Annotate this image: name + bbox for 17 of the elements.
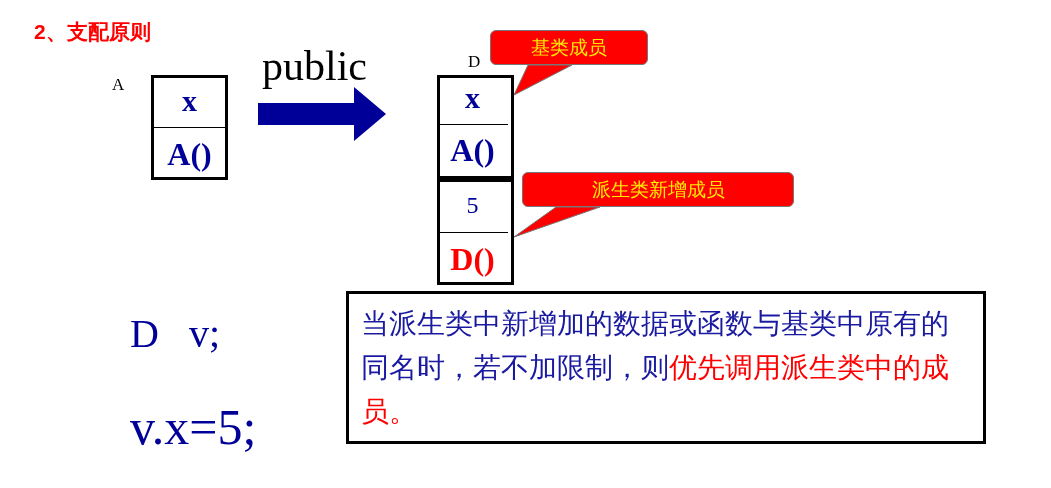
member-cell: 5 [437,179,508,232]
title: 2、支配原则 [34,19,151,45]
member-cell: x [154,75,225,127]
member-cell: A() [437,124,508,176]
note-text: 当派生类中新增加的数据或函数与基类中原有的同名时，若不加限制，则优先调用派生类中的成员。 [361,307,950,429]
member-cell: A() [154,127,225,180]
member-cell: x [437,72,508,124]
callout-tail [513,64,573,96]
callout-tail [513,206,601,238]
code-statement: D v; [130,310,220,357]
member-cell: D() [437,232,508,285]
class-name: A [112,75,125,95]
code-statement: v.x=5; [130,398,257,456]
block-arrow [258,87,386,141]
class-name: D [468,52,481,72]
note-box [346,291,986,444]
edge-label: public [262,42,367,90]
